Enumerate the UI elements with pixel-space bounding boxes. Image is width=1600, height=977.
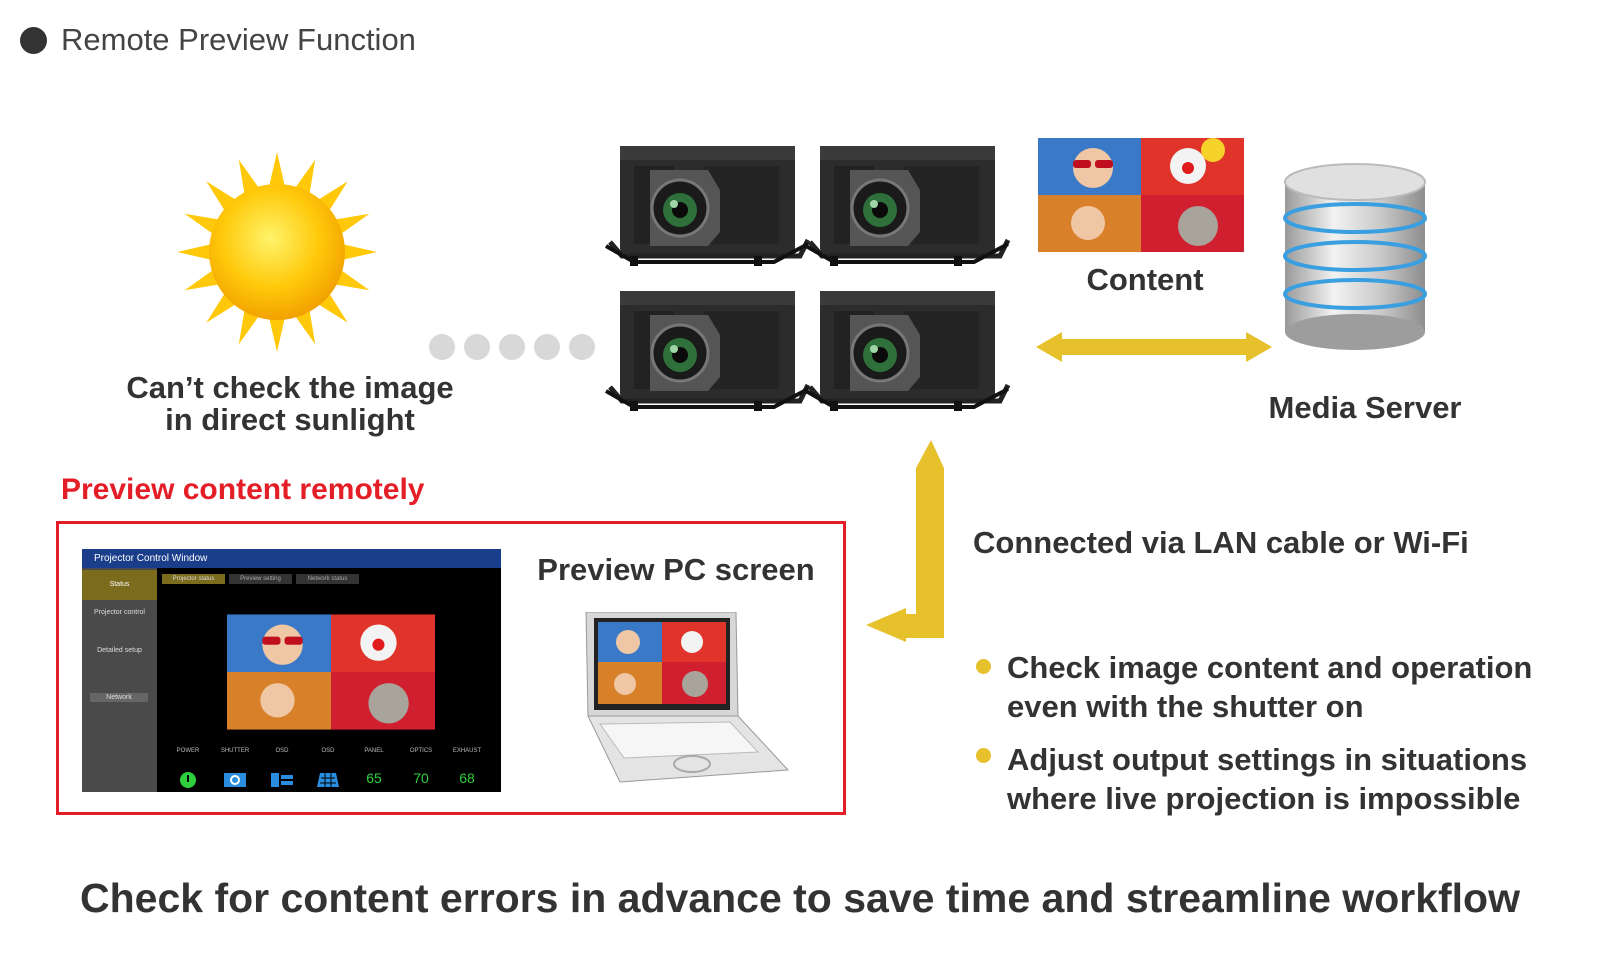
bullet-item-1-line1: Check image content and operation [1007, 650, 1533, 685]
bullet-icon [976, 748, 991, 763]
sun-ray [342, 244, 377, 260]
header-bullet-icon [20, 27, 47, 54]
bullet-item-2: Adjust output settings in situations whe… [1007, 740, 1567, 818]
sun-ray [206, 181, 237, 212]
panel-status-icon [317, 773, 339, 787]
bullet-item-1: Check image content and operation even w… [1007, 648, 1567, 726]
sun-ray [294, 159, 316, 195]
projector-2 [806, 146, 1008, 266]
tab-preview-setting[interactable]: Preview setting [229, 574, 292, 584]
bullet-item-2-line1: Adjust output settings in situations [1007, 742, 1528, 777]
projector-array [604, 138, 1014, 418]
status-label-osd-2: OSD [321, 748, 335, 754]
sidebar-item-status[interactable]: Status [82, 570, 157, 600]
bullet-icon [976, 659, 991, 674]
media-server-label: Media Server [1268, 390, 1462, 425]
sun-ray [317, 292, 348, 323]
status-value-3: 68 [459, 770, 475, 786]
sidebar-item-projector-control[interactable]: Projector control [94, 609, 145, 616]
bullet-item-1-line2: even with the shutter on [1007, 689, 1364, 724]
remote-preview-title: Preview content remotely [61, 473, 425, 506]
sun-ray [184, 269, 220, 291]
media-server-icon [1283, 163, 1427, 350]
status-label-power: POWER [176, 748, 200, 754]
projector-3 [606, 291, 808, 411]
connection-dots-icon [429, 334, 595, 360]
sidebar-item-network[interactable]: Network [90, 693, 148, 702]
sun-caption: Can’t check the image in direct sunlight [90, 372, 490, 436]
sun-ray [334, 269, 370, 291]
sun-ray [317, 181, 348, 212]
preview-box [56, 521, 846, 815]
bullet-item-2-line2: where live projection is impossible [1007, 781, 1521, 816]
power-status-icon [180, 772, 196, 788]
sun-ray [294, 309, 316, 345]
page-title: Remote Preview Function [61, 22, 416, 57]
control-window-sidebar: Status Projector control Detailed setup … [82, 568, 157, 792]
sun-ray [334, 213, 370, 235]
content-label: Content [1086, 262, 1204, 297]
sun-ray [269, 152, 285, 187]
status-label-panel: PANEL [364, 748, 384, 754]
sun-icon [177, 152, 377, 352]
sun-ray [238, 309, 260, 345]
status-label-shutter: SHUTTER [220, 748, 250, 754]
shutter-status-icon [224, 773, 246, 787]
sidebar-item-detailed-setup[interactable]: Detailed setup [97, 647, 142, 654]
sun-ray [184, 213, 220, 235]
status-value-1: 65 [366, 770, 382, 786]
laptop-icon [585, 612, 790, 783]
projector-control-window: Projector Control Window Status Projecto… [82, 549, 501, 792]
footer-statement: Check for content errors in advance to s… [80, 875, 1520, 921]
sun-ray [269, 317, 285, 352]
sun-ray [206, 292, 237, 323]
sun-caption-line2: in direct sunlight [165, 402, 415, 437]
connection-label: Connected via LAN cable or Wi-Fi [973, 525, 1469, 560]
tab-projector-status[interactable]: Projector status [162, 574, 225, 584]
content-image [1038, 138, 1244, 252]
preview-image [227, 614, 435, 730]
double-arrow-icon [1036, 332, 1272, 362]
control-window-titlebar: Projector Control Window [82, 549, 501, 568]
sun-ray [238, 159, 260, 195]
tab-network-status[interactable]: Network status [296, 574, 359, 584]
status-value-2: 70 [413, 770, 429, 786]
status-label-optics: OPTICS [409, 748, 433, 754]
status-label-osd: OSD [275, 748, 289, 754]
preview-pc-label: Preview PC screen [537, 552, 815, 587]
projector-1 [606, 146, 808, 266]
elbow-arrow-icon [866, 440, 944, 642]
osd-status-icon [271, 773, 293, 787]
sun-caption-line1: Can’t check the image [126, 370, 454, 405]
sun-ray [177, 244, 212, 260]
status-label-exhaust: EXHAUST [452, 748, 482, 754]
projector-4 [806, 291, 1008, 411]
